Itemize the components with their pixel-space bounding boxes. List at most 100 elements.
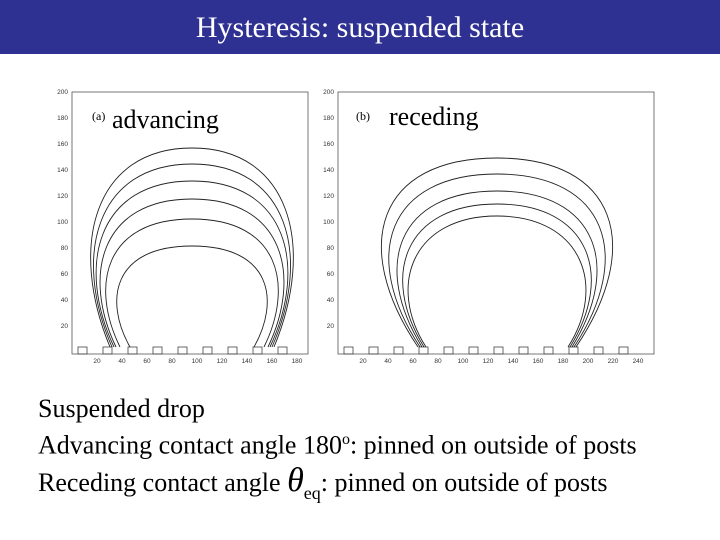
x-tick: 80 — [434, 358, 442, 365]
x-tick: 20 — [359, 358, 367, 365]
theta-symbol: θ — [287, 461, 304, 499]
drop-profile — [90, 147, 294, 348]
post — [227, 346, 238, 355]
panel-b-x-ticks: 20 40 60 80 100 120 140 160 180 200 220 … — [359, 358, 643, 365]
caption-line-2-pre: Advancing contact angle 180 — [38, 430, 342, 460]
x-tick: 200 — [583, 358, 594, 365]
figure-svg: (a) advancing 200 180 160 140 120 100 80… — [57, 89, 655, 365]
panel-b-y-ticks: 200 180 160 140 120 100 80 60 40 20 — [323, 89, 334, 330]
drop-profile — [105, 218, 279, 348]
post — [543, 346, 554, 355]
drop-profile — [93, 163, 291, 348]
post — [493, 346, 504, 355]
y-tick: 20 — [61, 323, 69, 330]
drop-profile — [407, 215, 587, 348]
panel-receding: (b) receding 200 180 160 140 120 100 80 … — [323, 89, 655, 365]
drop-profile — [116, 245, 268, 348]
post — [568, 346, 579, 355]
theta-subscript: eq — [303, 482, 321, 503]
x-tick: 160 — [533, 358, 544, 365]
y-tick: 40 — [327, 297, 335, 304]
panel-b-frame — [337, 91, 655, 355]
x-tick: 180 — [558, 358, 569, 365]
y-tick: 160 — [57, 141, 68, 148]
post — [277, 346, 288, 355]
post — [393, 346, 404, 355]
caption-line-advancing: Advancing contact angle 180o: pinned on … — [38, 424, 698, 461]
post — [368, 346, 379, 355]
post — [77, 346, 88, 355]
x-tick: 20 — [93, 358, 101, 365]
panel-a-label: advancing — [112, 105, 219, 134]
y-tick: 200 — [57, 89, 68, 96]
post — [252, 346, 263, 355]
post — [518, 346, 529, 355]
slide-title: Hysteresis: suspended state — [195, 11, 525, 44]
x-tick: 60 — [143, 358, 151, 365]
post — [152, 346, 163, 355]
drop-profile — [402, 203, 592, 348]
drop-profiles-figure: (a) advancing 200 180 160 140 120 100 80… — [42, 86, 664, 372]
panel-a-profiles — [90, 147, 294, 348]
post — [177, 346, 188, 355]
panel-a-x-ticks: 20 40 60 80 100 120 140 160 180 — [93, 358, 302, 365]
x-tick: 80 — [168, 358, 176, 365]
caption-line-3-pre: Receding contact angle — [38, 467, 281, 497]
y-tick: 180 — [323, 115, 334, 122]
drop-profile — [99, 198, 285, 348]
x-tick: 100 — [192, 358, 203, 365]
drop-profile — [95, 180, 289, 348]
x-tick: 40 — [384, 358, 392, 365]
y-tick: 20 — [327, 323, 335, 330]
caption-block: Suspended drop Advancing contact angle 1… — [38, 393, 698, 503]
panel-b-profiles — [380, 157, 614, 348]
x-tick: 240 — [633, 358, 644, 365]
post — [443, 346, 454, 355]
degree-superscript: o — [341, 431, 350, 448]
post — [618, 346, 629, 355]
post — [468, 346, 479, 355]
y-tick: 140 — [57, 167, 68, 174]
y-tick: 40 — [61, 297, 69, 304]
title-bar: Hysteresis: suspended state — [0, 0, 720, 54]
panel-a-letter: (a) — [92, 109, 105, 123]
panel-a-posts — [77, 346, 288, 355]
drop-profile — [396, 190, 598, 348]
panel-advancing: (a) advancing 200 180 160 140 120 100 80… — [57, 89, 309, 365]
post — [593, 346, 604, 355]
x-tick: 120 — [217, 358, 228, 365]
caption-line-3-post: : pinned on outside of posts — [320, 467, 608, 497]
y-tick: 120 — [57, 193, 68, 200]
x-tick: 140 — [242, 358, 253, 365]
panel-b-letter: (b) — [356, 109, 370, 123]
panel-a-frame — [71, 91, 309, 355]
post — [202, 346, 213, 355]
y-tick: 120 — [323, 193, 334, 200]
panel-a-y-ticks: 200 180 160 140 120 100 80 60 40 20 — [57, 89, 68, 330]
y-tick: 180 — [57, 115, 68, 122]
y-tick: 80 — [327, 245, 335, 252]
caption-line-suspended-drop: Suspended drop — [38, 393, 698, 424]
post — [418, 346, 429, 355]
caption-line-2-post: : pinned on outside of posts — [349, 430, 637, 460]
y-tick: 60 — [327, 271, 335, 278]
x-tick: 120 — [483, 358, 494, 365]
y-tick: 60 — [61, 271, 69, 278]
post — [343, 346, 354, 355]
drop-profile — [388, 173, 606, 348]
x-tick: 40 — [118, 358, 126, 365]
y-tick: 200 — [323, 89, 334, 96]
post — [127, 346, 138, 355]
x-tick: 100 — [458, 358, 469, 365]
y-tick: 160 — [323, 141, 334, 148]
y-tick: 80 — [61, 245, 69, 252]
caption-line-receding: Receding contact angle θeq: pinned on ou… — [38, 461, 698, 503]
post — [102, 346, 113, 355]
caption-line-1: Suspended drop — [38, 394, 205, 423]
y-tick: 140 — [323, 167, 334, 174]
x-tick: 140 — [508, 358, 519, 365]
y-tick: 100 — [323, 219, 334, 226]
x-tick: 160 — [267, 358, 278, 365]
x-tick: 60 — [409, 358, 417, 365]
panel-b-posts — [343, 346, 629, 355]
